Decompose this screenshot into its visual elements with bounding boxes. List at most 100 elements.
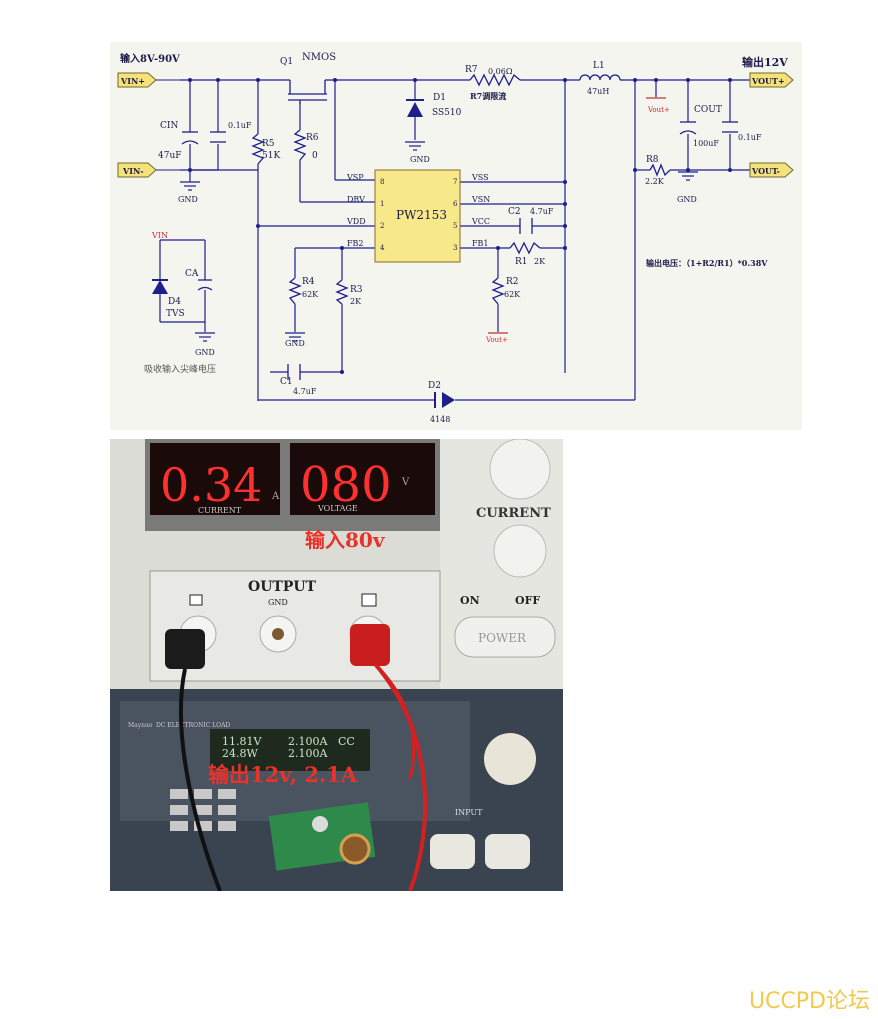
r2-label: R2	[506, 277, 519, 287]
r4-value: 62K	[302, 290, 319, 299]
circuit-schematic: 输入8V-90V 输出12V VIN+ VIN- VOUT+ VOUT- Q1 …	[110, 42, 802, 430]
test-bench-photo: 0.34 A 080 V CURRENT VOLTAGE 输入80v CURRE…	[110, 439, 563, 891]
c2-value: 4.7uF	[530, 207, 554, 216]
output-caption: 输出12v, 2.1A	[208, 762, 358, 787]
current-unit: A	[271, 491, 280, 502]
gnd-label-cin: GND	[178, 195, 198, 204]
component-bodies	[181, 73, 738, 380]
l1-label: L1	[593, 61, 605, 71]
q1-label: Q1	[280, 57, 293, 67]
minus-icon	[189, 594, 203, 606]
input-title: 输入8V-90V	[120, 52, 180, 65]
output-label: OUTPUT	[248, 579, 317, 595]
c1-label: C1	[280, 377, 293, 387]
r6-label: R6	[306, 133, 319, 143]
r8-label: R8	[646, 155, 659, 165]
load-brand-subtitle: DC ELECTRONIC LOAD	[156, 722, 230, 729]
r6-value: 0	[312, 151, 318, 161]
vout-minus-tag: VOUT-	[751, 166, 780, 176]
load-knob[interactable]	[484, 733, 536, 785]
pin-vdd: VDD	[346, 217, 366, 226]
r4-label: R4	[302, 277, 315, 287]
output-title: 输出12V	[742, 55, 788, 69]
current-knob-label: CURRENT	[476, 506, 551, 521]
load-lcd	[210, 729, 370, 771]
gnd-terminal-label: GND	[268, 598, 288, 607]
d2-value: 4148	[430, 415, 450, 424]
cin-label: CIN	[160, 121, 178, 131]
gnd-label-r8: GND	[677, 195, 697, 204]
cout-value: 100uF	[693, 139, 719, 148]
ca-label: CA	[185, 269, 199, 279]
load-set-current: 2.100A	[288, 735, 328, 748]
nmos-label: NMOS	[302, 52, 336, 63]
pin-fb2: FB2	[347, 239, 364, 248]
pin-num-6: 6	[453, 200, 458, 208]
pin-drv: DRV	[347, 195, 365, 204]
load-voltage: 11.81V	[222, 735, 262, 748]
r5-value: 51K	[262, 151, 280, 161]
pin-vsp: VSP	[346, 173, 364, 182]
voltage-reading: 080	[300, 457, 392, 513]
gnd-label-tvs: GND	[195, 348, 215, 357]
r1-value: 2K	[534, 257, 546, 266]
vin-small-label: VIN	[151, 231, 168, 240]
power-button-label: POWER	[478, 631, 527, 645]
voltage-display	[290, 443, 435, 515]
gnd-label-d1: GND	[410, 155, 430, 164]
black-cable	[178, 668, 222, 891]
load-keypad	[170, 789, 236, 831]
power-button[interactable]	[454, 616, 556, 658]
pin-num-1: 1	[380, 200, 384, 208]
wires	[159, 79, 750, 401]
load-brand: Maynuo	[128, 722, 153, 729]
input-connector-right	[485, 834, 530, 869]
vout-plus-tag: VOUT+	[751, 76, 785, 86]
pin-vcc: VCC	[471, 217, 490, 226]
vout-plus-port-label-r2: Vout+	[485, 336, 508, 344]
r7-note: R7调限流	[470, 91, 506, 101]
c-input-01-label: 0.1uF	[228, 121, 252, 130]
pin-num-7: 7	[453, 178, 457, 186]
current-knob[interactable]	[493, 524, 547, 578]
pin-num-3: 3	[453, 244, 457, 252]
load-actual-current: 2.100A	[288, 747, 328, 760]
gnd-label-r4: GND	[285, 339, 305, 348]
schematic-labels: 输入8V-90V 输出12V VIN+ VIN- VOUT+ VOUT- Q1 …	[120, 52, 788, 424]
vout-power-ports	[488, 97, 666, 334]
off-label: OFF	[515, 594, 540, 607]
input-caption: 输入80v	[305, 528, 386, 552]
voltage-knob[interactable]	[489, 439, 551, 500]
l1-value: 47uH	[587, 87, 609, 96]
cin-value: 47uF	[158, 151, 182, 161]
on-label: ON	[460, 594, 480, 607]
r3-label: R3	[350, 285, 363, 295]
voltage-unit: V	[401, 477, 410, 488]
tvs-note: 吸收输入尖峰电压	[144, 363, 216, 375]
c-output-01-label: 0.1uF	[738, 133, 762, 142]
vout-plus-port-label: Vout+	[647, 106, 670, 114]
diode-symbols	[152, 99, 455, 408]
r7-value: 0.06Ω	[488, 67, 513, 76]
pin-num-4: 4	[380, 244, 385, 252]
load-power: 24.8W	[222, 747, 258, 760]
watermark: UCCPD论坛	[748, 989, 870, 1014]
r3-value: 2K	[350, 297, 362, 306]
mosfet-q1	[288, 80, 327, 104]
plus-icon	[361, 593, 377, 607]
load-input-label: INPUT	[455, 808, 483, 817]
r7-label: R7	[465, 65, 478, 75]
vin-plus-tag: VIN+	[120, 76, 145, 86]
current-display-label: CURRENT	[198, 506, 242, 515]
pin-vss: VSS	[471, 173, 489, 182]
inductor-coil	[339, 833, 371, 865]
load-mode: CC	[338, 735, 355, 748]
ic-pw2153	[374, 169, 461, 263]
voltage-display-label: VOLTAGE	[317, 504, 358, 513]
black-clip	[165, 629, 205, 669]
pin-num-8: 8	[380, 178, 384, 186]
pin-vsn: VSN	[471, 195, 490, 204]
port-tags	[117, 72, 794, 178]
photo-drawing: 0.34 A 080 V CURRENT VOLTAGE 输入80v CURRE…	[110, 439, 563, 891]
current-display	[150, 443, 280, 515]
